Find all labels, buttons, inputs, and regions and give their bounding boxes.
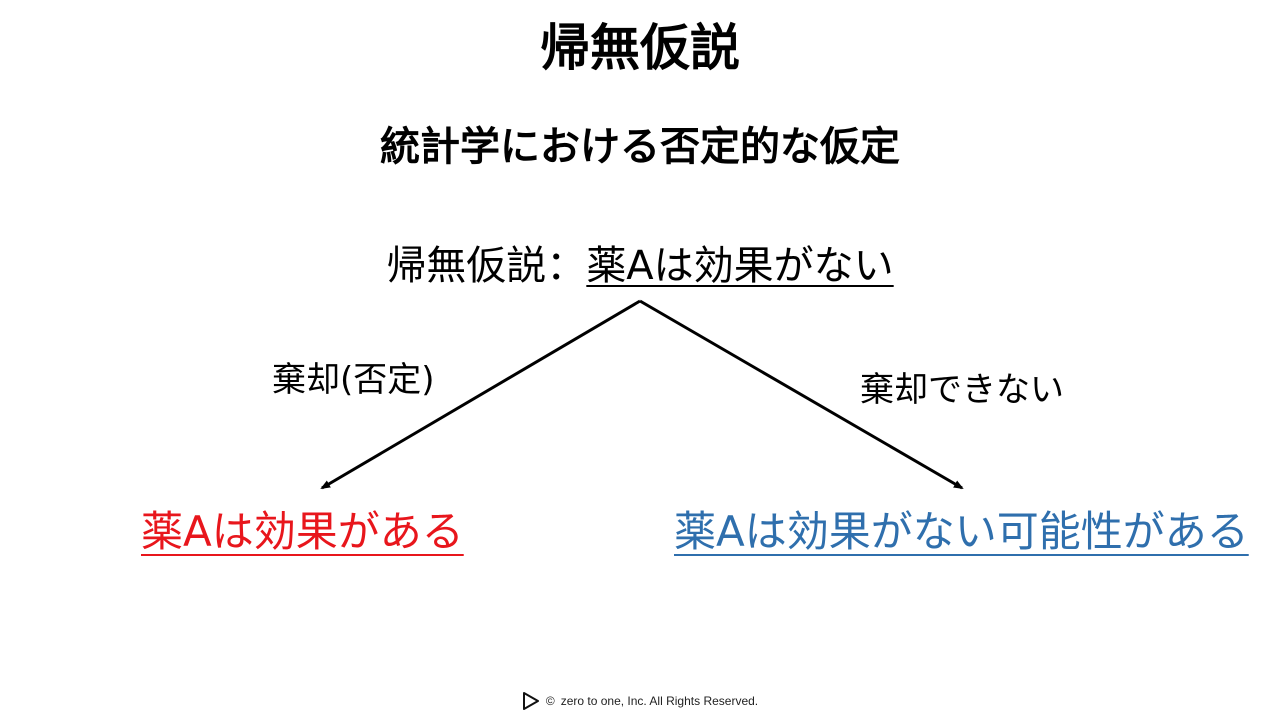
slide-subtitle: 統計学における否定的な仮定	[380, 124, 900, 170]
fail-to-reject-label: 棄却できない	[860, 370, 1064, 410]
copyright-symbol: ©	[545, 694, 555, 708]
null-hypothesis-statement: 帰無仮説：薬Aは効果がない	[0, 240, 1280, 292]
fail-to-reject-outcome: 薬Aは効果がない可能性がある	[674, 507, 1249, 556]
hypothesis-claim: 薬Aは効果がない	[586, 243, 894, 289]
play-logo-icon	[522, 692, 539, 710]
hypothesis-label: 帰無仮説：	[386, 243, 587, 289]
reject-arrow	[320, 299, 641, 490]
footer: © zero to one, Inc. All Rights Reserved.	[0, 692, 1280, 710]
fail-to-reject-arrow	[639, 299, 964, 490]
slide-title: 帰無仮説	[540, 19, 740, 77]
copyright-text: zero to one, Inc. All Rights Reserved.	[560, 694, 759, 708]
reject-label: 棄却(否定)	[272, 360, 435, 400]
reject-outcome: 薬Aは効果がある	[141, 507, 464, 556]
